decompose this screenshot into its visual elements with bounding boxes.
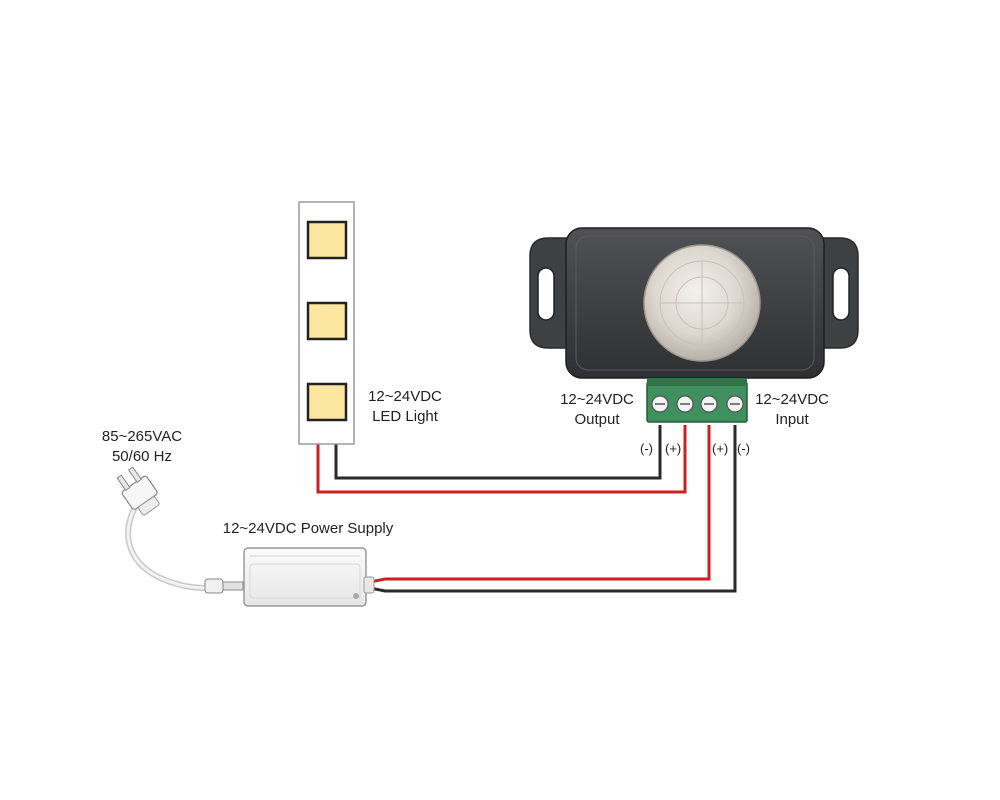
output-positive-terminal-label: (+) [665, 441, 682, 456]
led-chip-3 [306, 382, 348, 422]
ac-voltage-label: 85~265VAC [101, 428, 183, 445]
output-voltage-label: 12~24VDC [560, 391, 634, 408]
input-positive-terminal-label: (+) [712, 441, 729, 456]
ac-frequency-label: 50/60 Hz [111, 448, 173, 465]
output-name-label: Output [574, 411, 620, 428]
led-strip [298, 201, 355, 445]
power-supply-unit [243, 547, 375, 607]
input-negative-terminal-label: (-) [737, 441, 750, 456]
input-name-label: Input [775, 411, 809, 428]
mounting-hole-right-icon [832, 267, 850, 321]
led-voltage-label: 12~24VDC [368, 388, 442, 405]
wire-psu-negative [369, 425, 737, 593]
power-supply-label: 12~24VDC Power Supply [222, 520, 394, 537]
mounting-hole-left-icon [537, 267, 555, 321]
wire-led-negative [334, 425, 662, 480]
led-name-label: LED Light [372, 408, 438, 425]
led-chip-1 [306, 220, 348, 260]
ac-plug-icon [116, 466, 244, 594]
wire-psu-positive [369, 425, 711, 584]
wire-led-positive [316, 425, 687, 494]
pir-sensor-controller [529, 227, 859, 423]
input-voltage-label: 12~24VDC [755, 391, 829, 408]
terminal-screws [651, 395, 744, 413]
output-negative-terminal-label: (-) [640, 441, 653, 456]
led-chip-2 [306, 301, 348, 341]
